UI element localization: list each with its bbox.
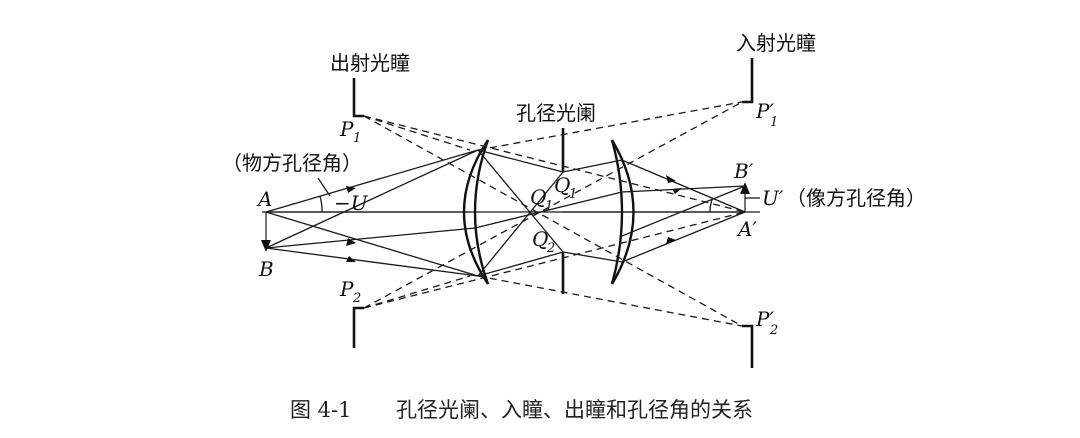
svg-text:2: 2 bbox=[769, 323, 778, 338]
P2-label: P 2 bbox=[339, 277, 361, 306]
ray bbox=[621, 159, 746, 213]
object-angle-label: （物方孔径角） bbox=[222, 151, 362, 175]
svg-text:1: 1 bbox=[545, 199, 553, 214]
svg-text:1: 1 bbox=[770, 115, 778, 130]
point-B-label: B bbox=[258, 257, 274, 281]
ray bbox=[621, 185, 746, 193]
ray bbox=[621, 185, 746, 237]
svg-text:P: P bbox=[339, 117, 354, 141]
entrance-pupil-label: 入射光瞳 bbox=[736, 31, 816, 55]
exit-pupil-upper bbox=[352, 78, 364, 118]
ray bbox=[265, 211, 479, 277]
Q1-label: Q 1 bbox=[554, 173, 577, 202]
dashed-ray bbox=[363, 275, 471, 309]
ray bbox=[265, 227, 476, 249]
image-angle-label: （像方孔径角） bbox=[786, 186, 926, 210]
ray-direction-marks bbox=[346, 175, 682, 262]
image-angle-arc bbox=[709, 199, 713, 213]
svg-text:Q: Q bbox=[530, 185, 546, 209]
ray bbox=[477, 149, 564, 173]
ray bbox=[621, 211, 746, 263]
ray bbox=[477, 251, 564, 277]
dashed-rays bbox=[363, 101, 746, 327]
ray bbox=[562, 159, 623, 173]
caption-text: 孔径光阑、入瞳、出瞳和孔径角的关系 bbox=[396, 398, 753, 422]
ray-arrow bbox=[672, 188, 682, 194]
ray bbox=[562, 251, 623, 263]
Q-label: Q 1 bbox=[530, 185, 553, 214]
svg-text:Q: Q bbox=[554, 173, 570, 197]
point-A-prime-label: A′ bbox=[736, 217, 757, 241]
point-B-prime-label: B′ bbox=[733, 159, 754, 183]
dashed-ray bbox=[363, 115, 746, 213]
aperture-stop-label: 孔径光阑 bbox=[516, 101, 596, 125]
svg-text:1: 1 bbox=[353, 131, 361, 146]
entrance-pupil-upper bbox=[742, 58, 754, 104]
ray bbox=[265, 149, 479, 249]
dashed-ray bbox=[363, 115, 743, 327]
exit-pupil-lower bbox=[352, 306, 364, 348]
Q2-label: Q 2 bbox=[532, 227, 555, 256]
minus-U-label: −U bbox=[334, 191, 369, 215]
ray bbox=[474, 191, 623, 229]
svg-text:P: P bbox=[339, 277, 354, 301]
object-angle-leader bbox=[317, 177, 331, 197]
P2-prime-label: P′ 2 bbox=[755, 307, 778, 338]
object-arrow-head bbox=[261, 240, 271, 252]
P1-label: P 1 bbox=[339, 117, 361, 146]
svg-text:P′: P′ bbox=[755, 307, 774, 331]
svg-text:2: 2 bbox=[352, 291, 361, 306]
entrance-pupil-lower bbox=[742, 324, 754, 368]
ray bbox=[265, 247, 479, 277]
object-angle-arc bbox=[319, 195, 323, 213]
dashed-ray bbox=[363, 115, 471, 151]
svg-text:2: 2 bbox=[546, 241, 555, 256]
ray-arrow bbox=[346, 186, 356, 193]
svg-text:1: 1 bbox=[569, 187, 577, 202]
dashed-ray bbox=[477, 101, 743, 151]
caption-number: 图 4-1 bbox=[290, 398, 352, 422]
P1-prime-label: P′ 1 bbox=[755, 99, 778, 130]
ray-arrow bbox=[346, 256, 356, 262]
exit-pupil-label: 出射光瞳 bbox=[330, 51, 410, 75]
svg-text:Q: Q bbox=[532, 227, 548, 251]
svg-text:P′: P′ bbox=[755, 99, 774, 123]
solid-rays bbox=[265, 149, 746, 277]
ray-arrow bbox=[666, 175, 676, 183]
dashed-ray bbox=[363, 211, 746, 309]
ray-arrow bbox=[666, 237, 676, 244]
dashed-ray bbox=[477, 275, 743, 327]
ray bbox=[477, 149, 564, 253]
point-A-label: A bbox=[256, 187, 272, 211]
image-arrow-head bbox=[740, 182, 750, 194]
ray-arrow bbox=[346, 238, 356, 246]
ray bbox=[477, 171, 564, 277]
U-prime-label: U′ bbox=[762, 186, 784, 210]
